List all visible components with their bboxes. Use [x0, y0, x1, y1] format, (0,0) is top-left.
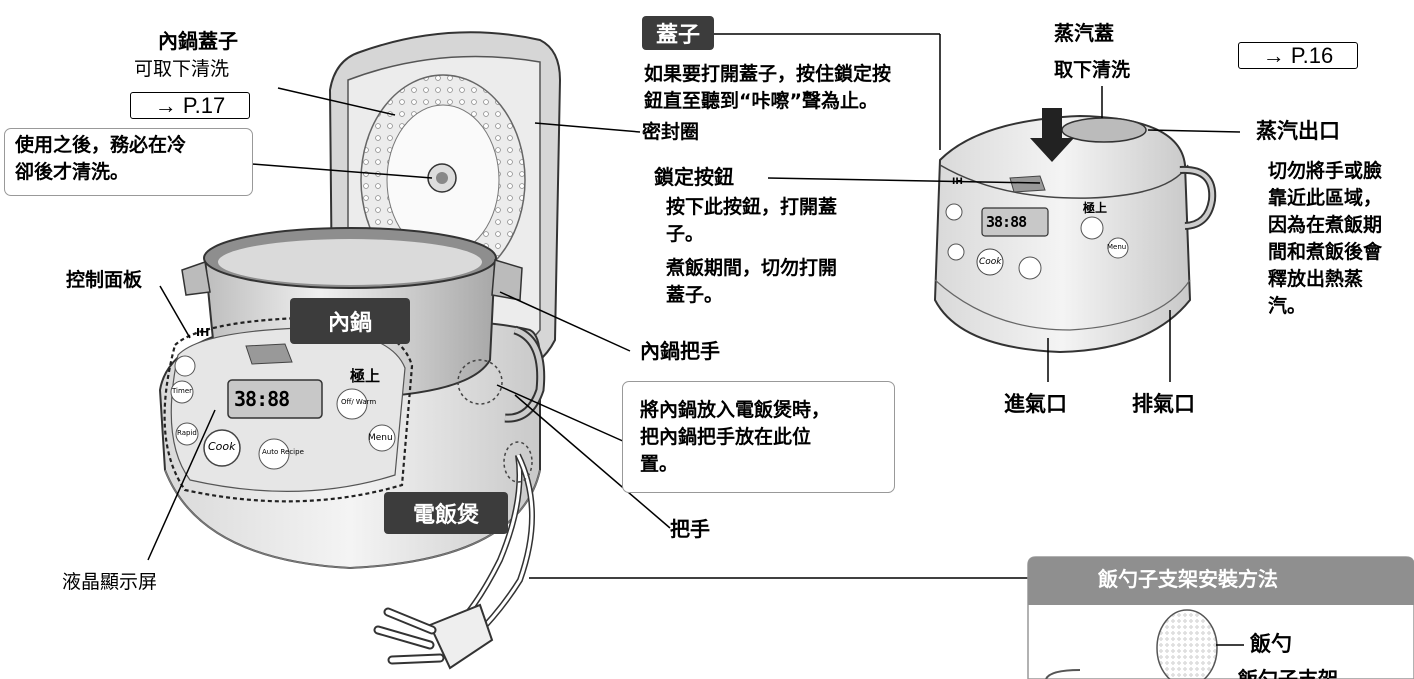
- spatula-panel: [1027, 556, 1414, 679]
- steam-cap-label: 蒸汽蓋: [1054, 21, 1114, 45]
- inner-lid-sub: 可取下清洗: [134, 58, 230, 80]
- closed-cooker: [933, 108, 1217, 354]
- spatula-panel-title: 飯勺子支架安裝方法: [1098, 567, 1278, 591]
- cook-button-print-small: Cook: [979, 257, 1002, 267]
- ih-brand-mark: IH: [196, 326, 210, 339]
- steam-vent-label: 蒸汽出口: [1256, 119, 1340, 143]
- lid-desc-line-2: 鈕直至聽到“咔嚓”聲為止。: [644, 90, 878, 112]
- lock-button-line-1: 按下此按鈕，打開蓋: [666, 196, 838, 218]
- brand-logo-small: 極上: [1083, 201, 1108, 215]
- lock-button-line-3: 煮飯期間，切勿打開: [666, 257, 838, 279]
- seal-label: 密封圈: [642, 121, 700, 143]
- steam-vent-line-6: 汽。: [1268, 295, 1307, 317]
- warm-button-print: Off/ Warm: [341, 398, 377, 406]
- lcd-digits: 38:88: [234, 387, 290, 411]
- caution-box-cool: [4, 128, 253, 196]
- inner-pot-handle-label: 內鍋把手: [640, 339, 720, 363]
- steam-vent-line-3: 因為在煮飯期: [1268, 214, 1383, 236]
- caution-line-2: 卻後才清洗。: [15, 161, 130, 183]
- auto-recipe-print: Auto Recipe: [262, 448, 304, 456]
- menu-button-print-small: Menu: [1107, 243, 1127, 251]
- placement-line-3: 置。: [640, 453, 679, 475]
- page-ref-p17: → P.17: [130, 92, 250, 119]
- menu-button-print: Menu: [368, 433, 393, 443]
- ih-brand-mark-small: IH: [952, 177, 963, 187]
- spatula-holder-label: 飯勺子支架: [1238, 667, 1338, 679]
- inner-pot-tag: 內鍋: [290, 298, 410, 344]
- brand-logo: 極上: [350, 367, 381, 385]
- air-exhaust-label: 排氣口: [1132, 392, 1195, 416]
- handle-label: 把手: [670, 517, 710, 541]
- rice-cooker-tag: 電飯煲: [384, 492, 508, 534]
- caution-line-1: 使用之後，務必在冷: [15, 134, 187, 156]
- control-panel-label: 控制面板: [66, 269, 143, 291]
- lid-tag: 蓋子: [642, 16, 714, 50]
- placement-line-1: 將內鍋放入電飯煲時，: [640, 399, 831, 421]
- steam-vent-line-4: 間和煮飯後會: [1268, 241, 1383, 263]
- cook-button-print: Cook: [208, 440, 236, 453]
- lid-desc-line-1: 如果要打開蓋子，按住鎖定按: [644, 63, 892, 85]
- inner-lid-label: 內鍋蓋子: [158, 29, 238, 53]
- lcd-digits-small: 38:88: [986, 213, 1027, 231]
- steam-vent-line-2: 靠近此區域，: [1268, 187, 1383, 209]
- spatula-label: 飯勺: [1250, 632, 1292, 656]
- steam-cap-sub: 取下清洗: [1054, 59, 1131, 81]
- leader-lines: [147, 33, 1241, 579]
- steam-vent-line-1: 切勿將手或臉: [1268, 160, 1383, 182]
- placement-box: [622, 381, 895, 493]
- air-intake-label: 進氣口: [1004, 392, 1067, 416]
- steam-vent-line-5: 釋放出熱蒸: [1268, 268, 1364, 290]
- lock-button-line-2: 子。: [666, 223, 705, 245]
- rapid-button-print: Rapid: [177, 429, 197, 437]
- placement-line-2: 把內鍋把手放在此位: [640, 426, 812, 448]
- page-ref-p16: → P.16: [1238, 42, 1358, 69]
- timer-button-print: Timer: [172, 387, 193, 395]
- lcd-label: 液晶顯示屏: [62, 571, 158, 593]
- lock-button-label: 鎖定按鈕: [654, 165, 734, 189]
- lock-button-line-4: 蓋子。: [666, 284, 724, 306]
